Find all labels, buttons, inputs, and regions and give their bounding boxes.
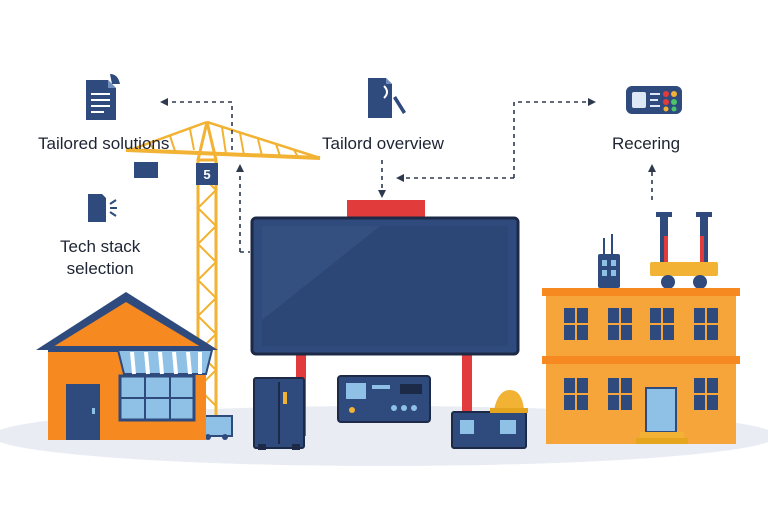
- label-tech-stack-line2: selection: [66, 259, 134, 278]
- office-building: [542, 212, 740, 444]
- crane-counterweight: [134, 162, 158, 178]
- connectors: [166, 101, 653, 253]
- arrowheads: [160, 98, 656, 198]
- generator-unit: [451, 390, 528, 449]
- label-tailord-overview: Tailord overview: [322, 134, 444, 153]
- pen-document-icon: [368, 78, 406, 118]
- control-unit: [337, 375, 431, 423]
- label-tailored-solutions: Tailored solutions: [38, 134, 170, 153]
- crane-cabin: [196, 163, 218, 185]
- billboard: [250, 200, 520, 436]
- crane-badge: 5: [203, 167, 210, 182]
- label-recering: Recering: [612, 134, 681, 153]
- shop-building: [36, 292, 218, 440]
- document-icon: [86, 74, 120, 120]
- label-tech-stack-selection: Tech stack selection: [60, 236, 140, 280]
- server-cabinet: [253, 377, 305, 450]
- office-entrance: [645, 387, 677, 433]
- phone-icon: [88, 194, 117, 222]
- label-tech-stack-line1: Tech stack: [60, 237, 141, 256]
- control-panel-icon: [626, 86, 682, 114]
